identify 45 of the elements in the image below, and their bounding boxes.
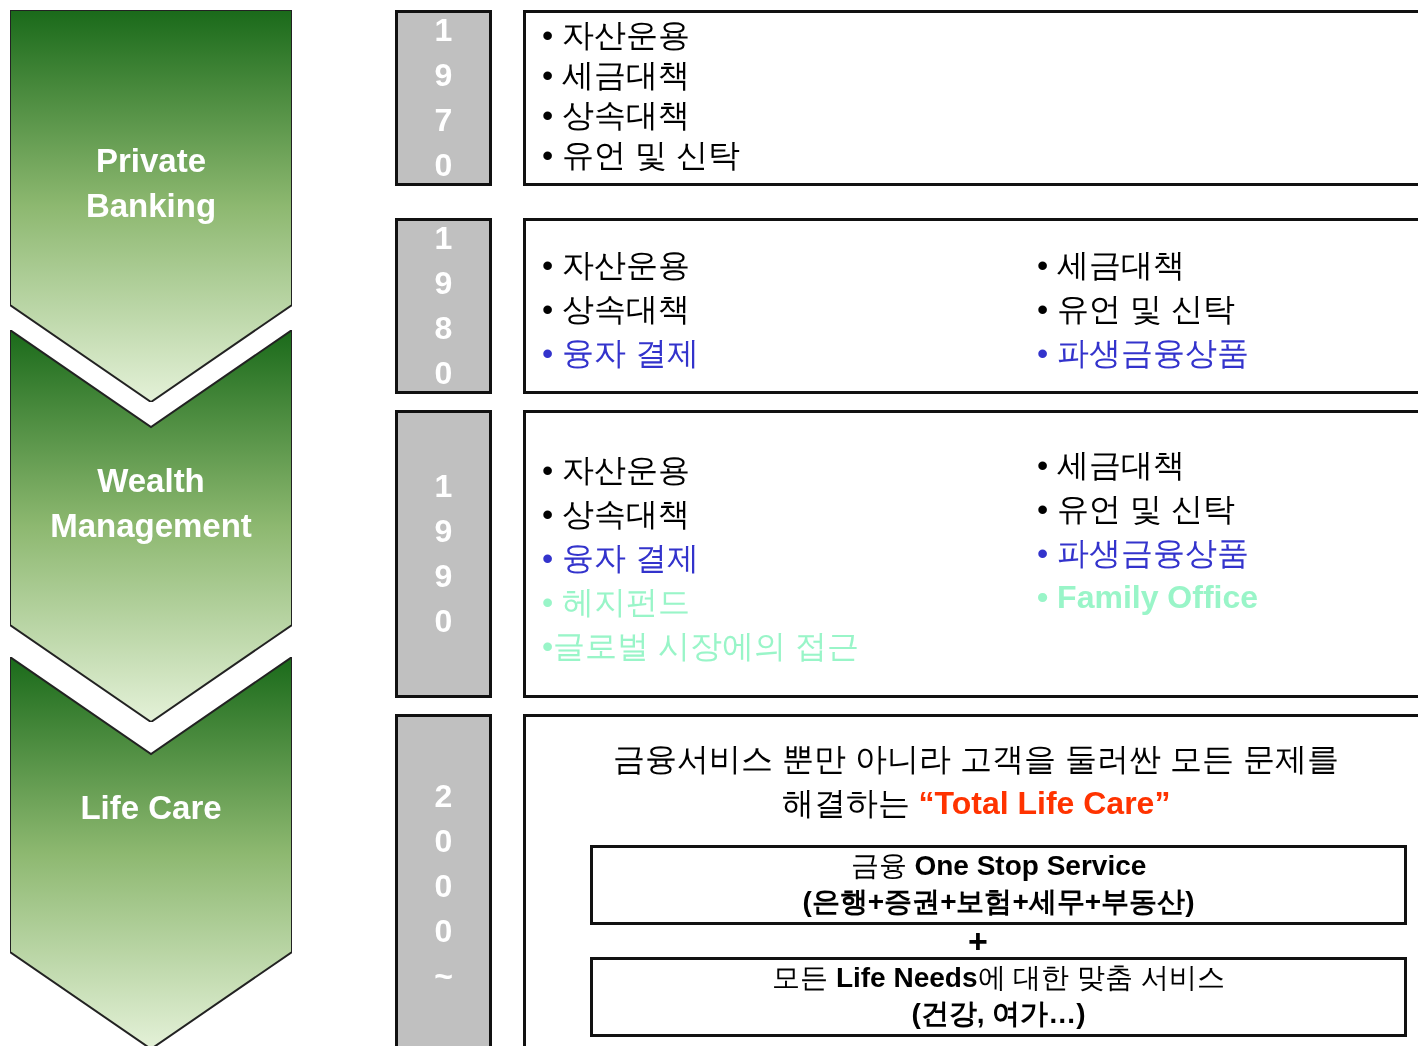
list-item: • 상속대책 [542, 290, 692, 329]
list-item: • 자산운용 [542, 246, 692, 285]
year-label: 1980 [433, 219, 454, 393]
list-item: • 유언 및 신탁 [1037, 490, 1236, 529]
year-label: 1970 [433, 11, 454, 185]
list-item: • 세금대책 [1037, 446, 1187, 485]
stage-label: Wealth Management [49, 461, 253, 546]
chevron-banner [10, 330, 292, 722]
list-item: • 상속대책 [542, 495, 692, 534]
content-panel [523, 410, 1418, 698]
list-item: • 융자 결제 [542, 334, 699, 373]
year-panel [395, 714, 492, 1046]
list-item: •글로벌 시장에의 접근 [542, 627, 859, 666]
year-panel [395, 410, 492, 698]
list-item: • 유언 및 신탁 [1037, 290, 1236, 329]
list-item: • 파생금융상품 [1037, 534, 1251, 573]
headline-text: 금융서비스 뿐만 아니라 고객을 둘러싼 모든 문제를 해결하는 “Total Life Care” [612, 740, 1340, 823]
list-item: • 세금대책 [1037, 246, 1187, 285]
list-item: • 파생금융상품 [1037, 334, 1250, 373]
content-panel [523, 10, 1418, 186]
list-item: • 세금대책 [542, 56, 692, 95]
list-item: • 헤지펀드 [542, 583, 692, 622]
list-item: • 자산운용 [542, 16, 692, 55]
service-box [590, 957, 1407, 1037]
year-panel [395, 10, 492, 186]
service-text: (건강, 여가…) [910, 997, 1087, 1031]
year-label: 1990 [433, 467, 454, 641]
list-item: • 자산운용 [542, 451, 692, 490]
service-box [590, 845, 1407, 925]
service-text: (은행+증권+보험+세무+부동산) [801, 885, 1196, 919]
service-text: 금융 One Stop Service [849, 849, 1148, 883]
list-item: • 융자 결제 [542, 539, 700, 578]
plus-sign: + [968, 926, 988, 956]
list-item: • 유언 및 신탁 [542, 136, 740, 175]
service-text: 모든 Life Needs에 대한 맞춤 서비스 [771, 961, 1226, 995]
chevron-banner [10, 657, 292, 1046]
stage-label: Life Care [79, 788, 223, 828]
stage-label: Private Banking [84, 141, 218, 226]
content-panel [523, 714, 1418, 1046]
content-panel [523, 218, 1418, 394]
list-item: • 상속대책 [542, 96, 692, 135]
year-label: 2000~ [433, 777, 454, 996]
year-panel [395, 218, 492, 394]
chevron-banner [10, 10, 292, 402]
list-item: • Family Office [1037, 578, 1259, 617]
